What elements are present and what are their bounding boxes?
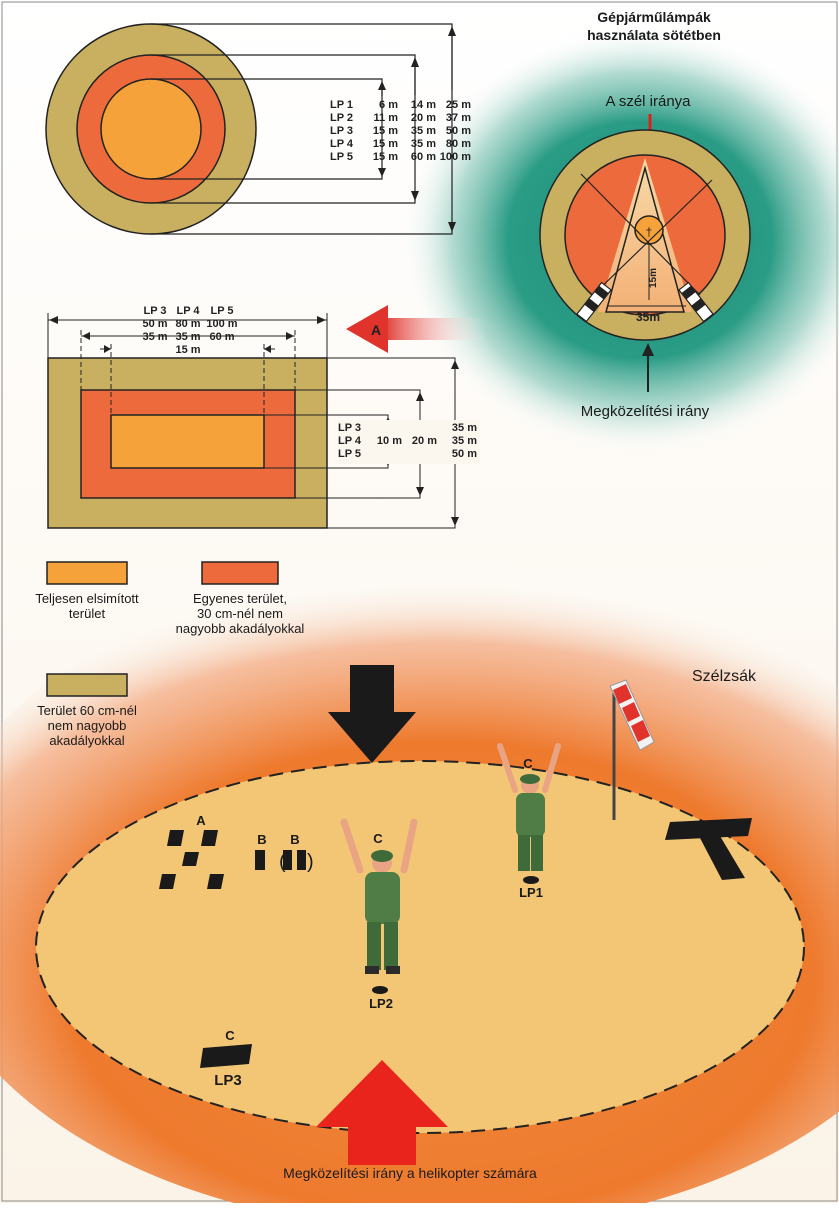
circle-row-lp: LP 1: [330, 99, 353, 111]
circle-row-c: 25 m: [446, 99, 471, 111]
circle-row-c: 37 m: [446, 112, 471, 124]
arrow-a-label: A: [371, 322, 381, 338]
center-mark-icon: †: [646, 225, 653, 239]
circle-row-lp: LP 4: [330, 138, 354, 150]
circle-row-b: 35 m: [411, 138, 436, 150]
circle-row-a: 15 m: [373, 138, 398, 150]
legend-caption-flat: Egyenes terület, 30 cm-nél nem nagyobb a…: [165, 591, 315, 636]
mark-c-lp1-label: C: [523, 756, 533, 771]
circle-row-a: 15 m: [373, 125, 398, 137]
night-title-line1: Gépjárműlámpák: [597, 9, 711, 25]
rect-side-col-c: 35 m: [452, 422, 477, 434]
legend-swatch-smoothed: [47, 562, 127, 584]
legend-caption-line: nagyobb akadályokkal: [165, 621, 315, 636]
mark-c-lp3-label: C: [225, 1028, 235, 1043]
bottom-caption: Megközelítési irány a helikopter számára: [283, 1165, 537, 1181]
legend-caption-obstacles: Terület 60 cm-nél nem nagyobb akadályokk…: [20, 703, 154, 748]
circle-row-lp: LP 3: [330, 125, 353, 137]
circle-row-lp: LP 5: [330, 151, 353, 163]
rect-side-col-c: 35 m: [452, 435, 477, 447]
radius-dimension-label: 15m: [648, 268, 659, 288]
rect-side-col-c: 50 m: [452, 448, 477, 460]
legend-swatch-obstacles: [47, 674, 127, 696]
mark-c-lp2-label: C: [373, 831, 383, 846]
rect-top-value: 35 m: [142, 331, 167, 343]
wind-direction-label: A szél iránya: [605, 93, 691, 110]
circle-row-c: 80 m: [446, 138, 471, 150]
legend-caption-line: Teljesen elsimított: [20, 591, 154, 606]
legend-swatch-flat: [202, 562, 278, 584]
circle-row-a: 11 m: [374, 112, 399, 124]
rect-top-value: 35 m: [175, 331, 200, 343]
rect-top-value: 100 m: [206, 318, 237, 330]
rect-top-header: LP 3: [143, 305, 166, 317]
arrow-a-body: [382, 318, 487, 340]
windsock-label: Szélzsák: [692, 668, 757, 685]
rect-side-lp: LP 4: [338, 435, 362, 447]
lp2-spot: [372, 986, 388, 994]
circle-row-b: 20 m: [411, 112, 436, 124]
rect-side-col-a: 10 m: [377, 435, 402, 447]
circle-row-c: 100 m: [440, 151, 471, 163]
rect-top-header: LP 4: [176, 305, 200, 317]
field-ellipse: [36, 761, 804, 1133]
circle-row-a: 15 m: [373, 151, 398, 163]
mark-a-label: A: [196, 813, 206, 828]
mark-b2-label: B: [290, 832, 299, 847]
legend-caption-smoothed: Teljesen elsimított terület: [20, 591, 154, 621]
lp2-label: LP2: [369, 996, 393, 1011]
circle-row-b: 35 m: [411, 125, 436, 137]
marking-b-paren-open: (: [279, 851, 286, 873]
marking-b-paren-close: ): [307, 851, 314, 873]
lp1-label: LP1: [519, 885, 543, 900]
legend-caption-line: akadályokkal: [20, 733, 154, 748]
rect-side-col-b: 20 m: [412, 435, 437, 447]
circle-row-a: 6 m: [379, 99, 398, 111]
width-dimension-label: 35m: [636, 310, 660, 324]
approach-direction-label: Megközelítési irány: [581, 403, 710, 420]
legend-caption-line: 30 cm-nél nem: [165, 606, 315, 621]
rect-side-lp: LP 5: [338, 448, 361, 460]
rect-top-value: 15 m: [175, 344, 200, 356]
mark-b1-label: B: [257, 832, 266, 847]
rect-top-header: LP 5: [210, 305, 233, 317]
rect-top-value: 50 m: [142, 318, 167, 330]
rect-top-value: 80 m: [175, 318, 200, 330]
legend-caption-line: Terület 60 cm-nél: [20, 703, 154, 718]
circle-row-c: 50 m: [446, 125, 471, 137]
circle-row-lp: LP 2: [330, 112, 353, 124]
rect-side-lp: LP 3: [338, 422, 361, 434]
rect-inner: [111, 415, 264, 468]
rect-top-value: 60 m: [209, 331, 234, 343]
circle-inner: [101, 79, 201, 179]
legend-caption-line: nem nagyobb: [20, 718, 154, 733]
circle-row-b: 60 m: [411, 151, 436, 163]
legend-caption-line: terület: [20, 606, 154, 621]
night-title-line2: használata sötétben: [587, 27, 721, 43]
circle-row-b: 14 m: [411, 99, 436, 111]
lp1-spot: [523, 876, 539, 884]
lp3-label: LP3: [214, 1072, 242, 1089]
legend-caption-line: Egyenes terület,: [165, 591, 315, 606]
